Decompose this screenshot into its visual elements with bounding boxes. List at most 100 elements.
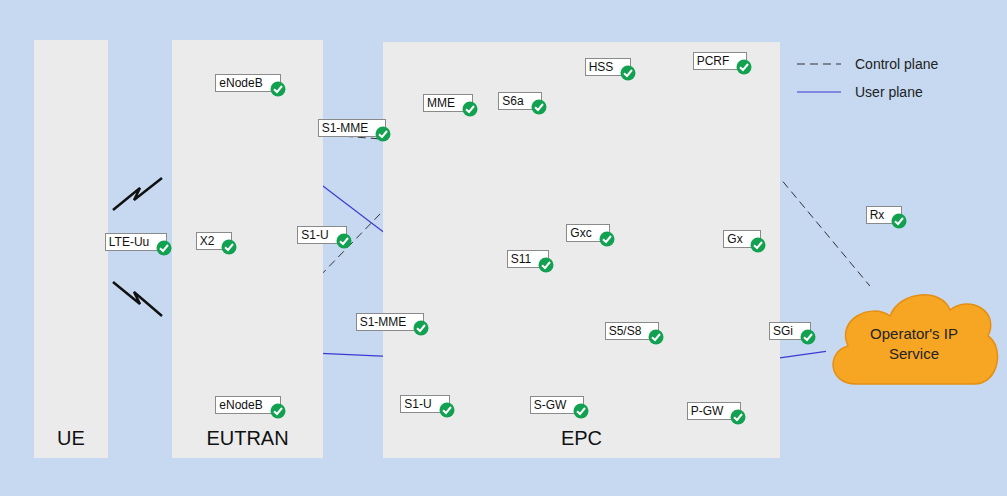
check-icon [620,65,636,81]
check-circle [531,100,546,115]
check-tick [895,218,903,224]
check-circle [599,232,614,247]
check-tick [652,334,660,340]
check-circle [801,330,816,345]
check-circle [336,234,351,249]
interface-label: X2 [196,232,233,250]
check-circle [737,60,752,75]
legend-item: User plane [797,78,938,106]
check-circle [539,258,554,273]
element-name: P-GW [687,402,742,420]
check-icon [891,213,907,229]
check-circle [439,403,454,418]
check-icon [736,59,752,75]
check-tick [466,106,474,112]
check-tick [603,236,611,242]
check-tick [274,86,282,92]
check-tick [417,325,425,331]
panel-title: UE [57,427,85,450]
network-element: HSS [558,58,658,158]
check-icon [439,402,455,418]
check-circle [270,404,285,419]
check-tick [379,131,387,137]
check-icon [336,233,352,249]
network-element: eNodeB [203,286,293,414]
interface-label: S1-MME [356,313,425,331]
network-element: S-GW [514,314,600,414]
legend-item: Control plane [797,50,938,78]
check-tick [274,408,282,414]
network-element: MME [406,94,490,194]
domain-panel: EUTRAN eNodeB eNodeB [172,40,323,458]
check-circle [750,238,765,253]
check-icon [648,329,664,345]
check-tick [804,334,812,340]
check-tick [535,104,543,110]
check-tick [577,408,585,414]
check-tick [160,245,168,251]
interface-label: S1-MME [318,119,387,137]
legend: Control planeUser plane [797,50,938,106]
check-icon [375,126,391,142]
check-tick [754,242,762,248]
check-circle [376,127,391,142]
element-name: PCRF [693,52,748,70]
check-circle [892,214,907,229]
domain-panel: UE [34,40,108,458]
check-icon [413,320,429,336]
interface-label: Rx [866,206,903,224]
element-name: HSS [585,58,632,76]
network-cloud: Operator's IP Service [826,286,1002,392]
panel-title: EPC [561,427,602,450]
legend-line-sample [797,87,841,97]
check-circle [157,241,172,256]
interface-label: LTE-Uu [105,233,167,251]
check-icon [538,257,554,273]
legend-text: User plane [855,84,923,100]
element-name: MME [423,94,473,112]
check-tick [340,238,348,244]
check-icon [156,240,172,256]
interface-label: S1-U [297,226,346,244]
interface-label: S11 [507,250,549,268]
legend-line-sample [797,59,841,69]
interface-label: S5/S8 [605,322,660,340]
interface-label: S1-U [400,395,449,413]
check-tick [225,244,233,250]
check-tick [443,407,451,413]
cloud-label: Operator's IP Service [859,324,969,364]
check-icon [462,101,478,117]
check-circle [270,82,285,97]
check-circle [621,66,636,81]
check-icon [599,231,615,247]
check-icon [270,81,286,97]
check-icon [730,409,746,425]
check-icon [800,329,816,345]
check-circle [463,102,478,117]
check-circle [222,240,237,255]
check-icon [750,237,766,253]
element-name: eNodeB [215,396,280,414]
check-tick [624,70,632,76]
radio-link [113,178,162,210]
network-element: P-GW [668,314,760,420]
legend-text: Control plane [855,56,938,72]
element-name: eNodeB [215,74,280,92]
radio-link [113,282,162,316]
interface-label: Gxc [566,224,609,242]
check-circle [731,410,746,425]
interface-label: SGi [769,322,811,340]
check-icon [573,403,589,419]
check-circle [414,321,429,336]
check-circle [574,404,589,419]
check-tick [740,64,748,70]
check-tick [542,262,550,268]
element-name: S-GW [530,396,585,414]
network-element: eNodeB [203,74,293,184]
interface-label: S6a [498,92,541,110]
check-icon [221,239,237,255]
check-tick [734,414,742,420]
check-icon [270,403,286,419]
panel-title: EUTRAN [206,427,288,450]
